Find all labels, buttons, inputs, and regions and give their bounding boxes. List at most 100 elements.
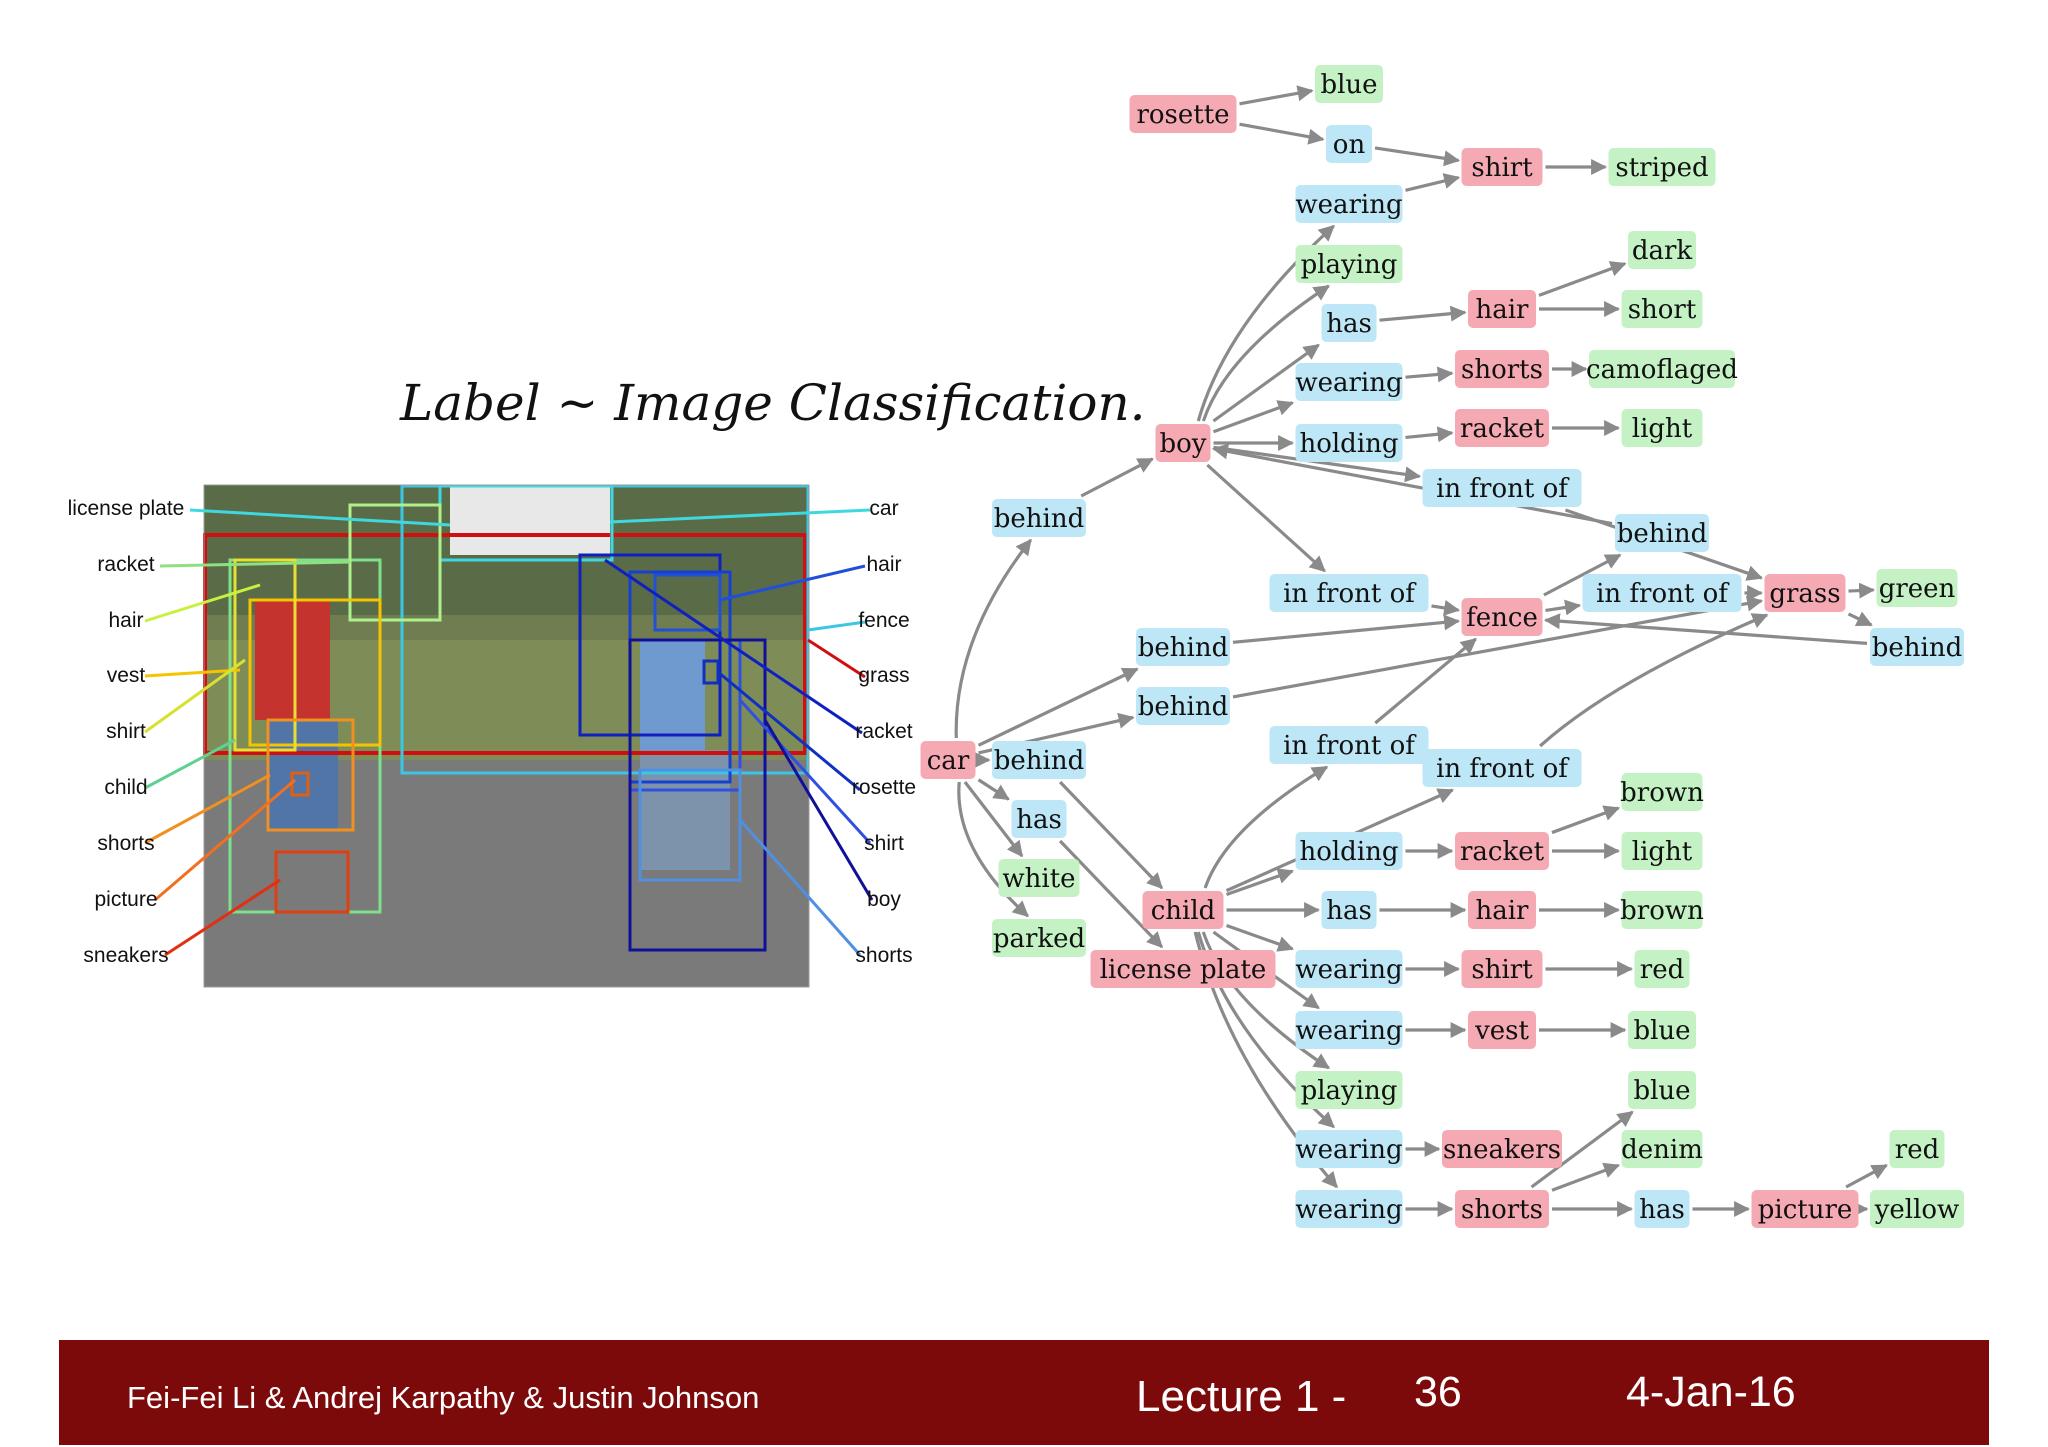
graph-node-box — [1295, 1011, 1403, 1049]
graph-node-box — [1608, 148, 1716, 186]
graph-node-box — [1455, 350, 1549, 388]
graph-node-object: rosette — [1129, 95, 1237, 133]
graph-node-box — [1269, 726, 1429, 764]
graph-node-relation: has — [1321, 304, 1377, 342]
graph-node-box — [1321, 891, 1377, 929]
photo-label-left: shirt — [106, 720, 146, 743]
graph-node-label: racket — [1460, 837, 1545, 867]
graph-node-label: white — [1002, 864, 1075, 894]
graph-node-label: license plate — [1100, 955, 1267, 985]
footer-lecture: Lecture 1 - — [1136, 1372, 1347, 1421]
leader-lines — [144, 508, 874, 957]
graph-node-object: shorts — [1455, 350, 1549, 388]
graph-node-box — [1621, 832, 1703, 870]
graph-node-box — [1455, 409, 1549, 447]
graph-node-object: boy — [1155, 424, 1211, 462]
graph-edge — [1543, 553, 1622, 597]
graph-node-label: child — [1151, 896, 1216, 926]
graph-edge — [957, 781, 1029, 918]
graph-node-attribute: playing — [1295, 245, 1403, 283]
graph-node-attribute: light — [1621, 832, 1703, 870]
graph-node-box — [1422, 749, 1582, 787]
graph-edge — [1212, 400, 1295, 434]
graph-node-object: racket — [1455, 409, 1549, 447]
graph-node-box — [1634, 950, 1690, 988]
graph-node-label: has — [1326, 896, 1372, 926]
graph-node-label: holding — [1299, 429, 1398, 459]
graph-node-label: in front of — [1596, 579, 1730, 609]
graph-node-label: wearing — [1295, 955, 1402, 985]
photo-label-right: shirt — [864, 832, 904, 855]
graph-node-box — [1295, 950, 1403, 988]
graph-node-label: on — [1333, 130, 1366, 160]
graph-node-label: blue — [1320, 70, 1377, 100]
graph-node-attribute: green — [1876, 569, 1958, 607]
graph-node-label: brown — [1620, 896, 1704, 926]
graph-edge — [1374, 637, 1477, 725]
graph-node-label: has — [1016, 805, 1062, 835]
photo-label-left: picture — [94, 888, 157, 911]
scene-graph-edges — [954, 85, 1888, 1217]
graph-node-object: racket — [1455, 832, 1549, 870]
graph-node-box — [920, 741, 976, 779]
graph-node-object: hair — [1468, 290, 1536, 328]
graph-node-relation: behind — [1136, 628, 1230, 666]
graph-node-label: car — [927, 746, 970, 776]
footer-author: Fei-Fei Li & Andrej Karpathy & Justin Jo… — [127, 1380, 760, 1415]
graph-node-box — [1455, 1190, 1549, 1228]
graph-node-label: behind — [994, 746, 1084, 776]
graph-node-label: has — [1639, 1195, 1685, 1225]
car-shape — [450, 485, 610, 555]
footer-page-number: 36 — [1414, 1368, 1462, 1416]
graph-node-label: denim — [1621, 1135, 1703, 1165]
graph-node-box — [1468, 891, 1536, 929]
graph-edge — [1545, 599, 1582, 616]
graph-node-box — [1090, 950, 1276, 988]
graph-node-box — [1628, 1071, 1696, 1109]
graph-node-box — [1442, 1130, 1562, 1168]
graph-node-box — [1870, 628, 1964, 666]
graph-node-label: light — [1632, 414, 1693, 444]
graph-node-box — [1295, 363, 1403, 401]
graph-node-label: red — [1640, 955, 1684, 985]
graph-node-label: yellow — [1874, 1195, 1960, 1225]
graph-edge — [1225, 923, 1295, 952]
photo-label-right: grass — [858, 664, 909, 687]
graph-node-attribute: light — [1621, 409, 1703, 447]
graph-edge — [1848, 582, 1876, 599]
photo-label-right: boy — [867, 888, 901, 911]
graph-edge — [1201, 284, 1330, 422]
graph-edge — [1058, 839, 1164, 949]
graph-node-object: license plate — [1090, 950, 1276, 988]
graph-node-box — [1628, 231, 1696, 269]
graph-edge — [1405, 426, 1454, 443]
graph-node-label: in front of — [1436, 754, 1570, 784]
graph-node-box — [1468, 1011, 1536, 1049]
graph-node-attribute: denim — [1621, 1130, 1703, 1168]
graph-node-label: wearing — [1295, 1195, 1402, 1225]
graph-node-box — [1155, 424, 1211, 462]
graph-node-label: has — [1326, 309, 1372, 339]
graph-node-label: holding — [1299, 837, 1398, 867]
graph-edge — [1206, 463, 1326, 573]
photo-label-right: car — [869, 497, 898, 520]
graph-edge — [1080, 457, 1154, 498]
graph-node-box — [1422, 469, 1582, 507]
graph-edge — [1203, 765, 1329, 889]
graph-node-label: grass — [1769, 579, 1840, 609]
graph-node-object: vest — [1468, 1011, 1536, 1049]
graph-edge — [1405, 366, 1454, 383]
graph-node-label: behind — [994, 504, 1084, 534]
graph-node-label: behind — [1872, 633, 1962, 663]
graph-edge — [1847, 611, 1873, 627]
footer-date: 4-Jan-16 — [1626, 1368, 1796, 1416]
graph-node-box — [1461, 148, 1543, 186]
graph-node-box — [1295, 245, 1403, 283]
graph-node-label: hair — [1476, 295, 1530, 325]
graph-node-attribute: dark — [1628, 231, 1696, 269]
graph-node-relation: in front of — [1269, 574, 1429, 612]
graph-node-relation: in front of — [1422, 469, 1582, 507]
graph-node-relation: behind — [992, 741, 1086, 779]
graph-node-label: behind — [1617, 519, 1707, 549]
